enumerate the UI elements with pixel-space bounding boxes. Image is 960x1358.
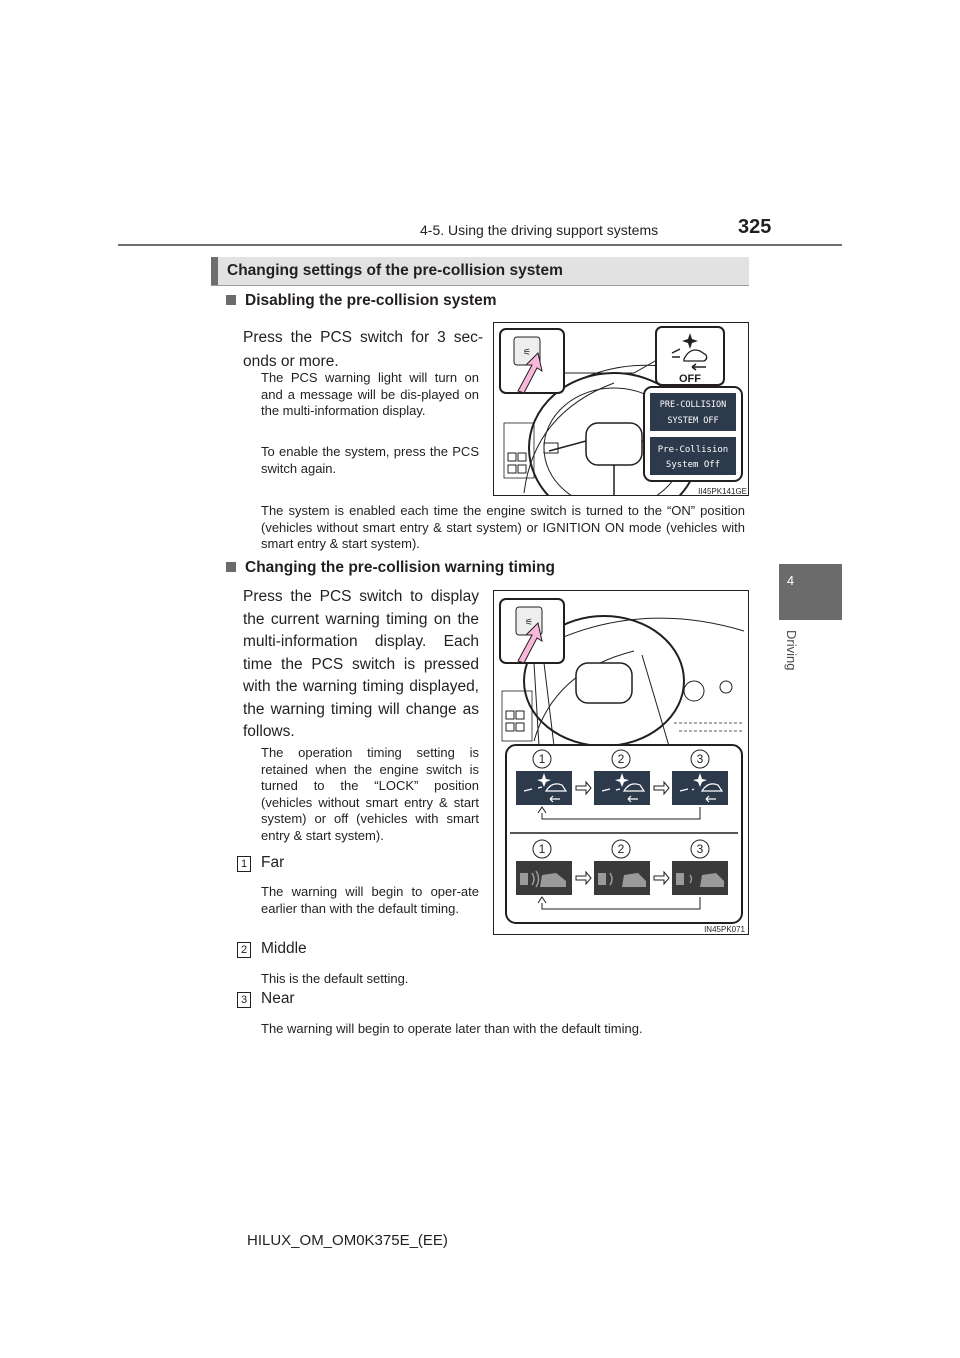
- item-middle-label: Middle: [261, 940, 307, 957]
- pcs-switch-figure: ⚟ OFF PRE-COLLISION SYSTEM OFF Pre-Colli…: [493, 322, 749, 496]
- subheading-timing-text: Changing the pre-collision warning timin…: [245, 559, 555, 576]
- warning-timing-illustration: ⚟ 1 2 3: [499, 598, 746, 934]
- figure-code-2: IN45PK071: [704, 925, 745, 934]
- item-near-label: Near: [261, 990, 295, 1007]
- step-label-1: 1: [539, 842, 546, 856]
- upper-row-screens: [516, 771, 728, 805]
- section-underline: [211, 285, 749, 286]
- display2-line1: Pre-Collision: [658, 445, 728, 455]
- page-number: 325: [738, 216, 772, 238]
- square-bullet-icon: [226, 295, 236, 305]
- lower-row-screens: [516, 861, 728, 895]
- disable-note-1: The PCS warning light will turn on and a…: [261, 370, 479, 418]
- off-label: OFF: [679, 373, 701, 385]
- step-label-3: 3: [697, 752, 704, 766]
- timing-body: Press the PCS switch to display the curr…: [243, 588, 479, 740]
- display2-line2: System Off: [666, 460, 720, 470]
- warning-timing-figure: ⚟ 1 2 3: [493, 590, 749, 935]
- item-middle-desc: This is the default setting.: [261, 971, 409, 986]
- step-label-1: 1: [539, 752, 546, 766]
- item-number-badge: 1: [237, 856, 251, 872]
- chapter-number: 4: [786, 573, 795, 588]
- footer-model-code: HILUX_OM_OM0K375E_(EE): [247, 1232, 448, 1249]
- section-title-bar: Changing settings of the pre-collision s…: [211, 257, 749, 285]
- section-title: Changing settings of the pre-collision s…: [227, 262, 563, 279]
- item-far-label: Far: [261, 854, 285, 871]
- subheading-disable-text: Disabling the pre-collision system: [245, 292, 497, 309]
- disable-note-3: The system is enabled each time the engi…: [261, 503, 745, 551]
- disable-body: Press the PCS switch for 3 sec-onds or m…: [243, 329, 483, 370]
- chapter-tab: [779, 564, 842, 620]
- square-bullet-icon: [226, 562, 236, 572]
- item-number-badge: 3: [237, 992, 251, 1008]
- display1-line1: PRE-COLLISION: [660, 400, 727, 410]
- header-divider: [118, 244, 842, 246]
- svg-text:⚟: ⚟: [523, 348, 531, 358]
- item-near-desc: The warning will begin to operate later …: [261, 1021, 643, 1036]
- svg-text:⚟: ⚟: [525, 618, 533, 628]
- header-section-title: 4-5. Using the driving support systems: [420, 222, 659, 238]
- step-label-3: 3: [697, 842, 704, 856]
- display1-line2: SYSTEM OFF: [667, 416, 718, 426]
- pcs-switch-illustration: ⚟ OFF PRE-COLLISION SYSTEM OFF Pre-Colli…: [499, 326, 747, 496]
- disable-note-2: To enable the system, press the PCS swit…: [261, 444, 479, 476]
- item-far-desc: The warning will begin to oper-ate earli…: [261, 884, 479, 916]
- step-label-2: 2: [618, 752, 625, 766]
- item-number-badge: 2: [237, 942, 251, 958]
- figure-code-1: II45PK141GE: [698, 487, 747, 496]
- subheading-timing: Changing the pre-collision warning timin…: [226, 559, 555, 577]
- step-label-2: 2: [618, 842, 625, 856]
- subheading-disable: Disabling the pre-collision system: [226, 292, 497, 310]
- chapter-label: Driving: [784, 630, 799, 671]
- timing-note: The operation timing setting is retained…: [261, 745, 479, 843]
